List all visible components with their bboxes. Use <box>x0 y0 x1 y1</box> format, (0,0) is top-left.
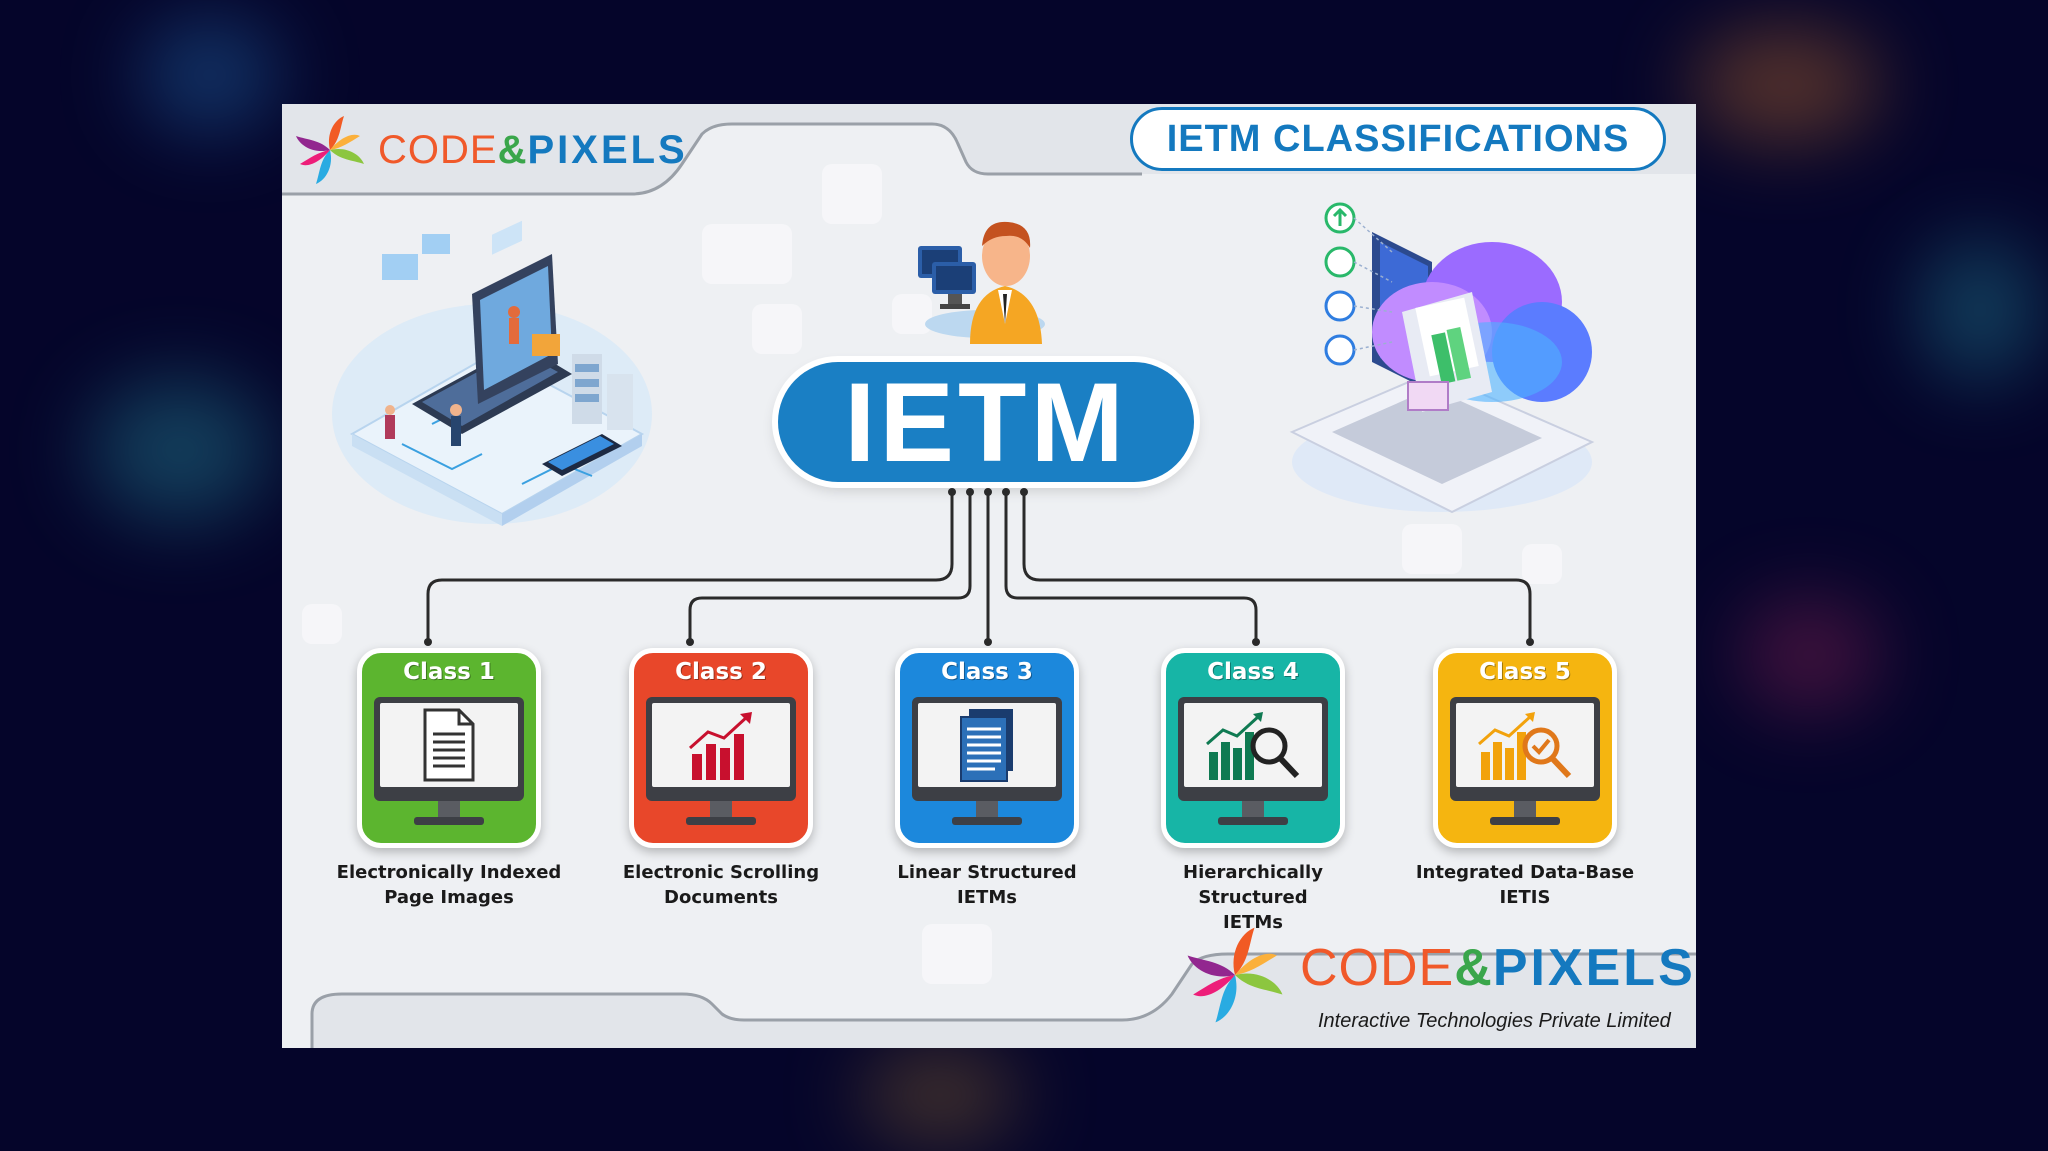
logo-pixels-text: PIXELS <box>527 127 688 172</box>
class-4-caption-line2: IETMs <box>1223 912 1283 933</box>
class-3-card: Class 3 <box>895 648 1079 848</box>
background-tile <box>922 924 992 984</box>
class-3-label: Class 3 <box>941 659 1033 685</box>
company-tagline: Interactive Technologies Private Limited <box>1318 1010 1671 1032</box>
monitor-icon <box>912 697 1062 825</box>
background-tile <box>702 224 792 284</box>
class-2-label: Class 2 <box>675 659 767 685</box>
monitor-icon <box>374 697 524 825</box>
class-4-caption-line1: Hierarchically Structured <box>1183 862 1323 908</box>
footer-logo-amp-text: & <box>1454 939 1493 997</box>
document-icon <box>423 708 475 782</box>
monitor-icon <box>646 697 796 825</box>
class-5-card: Class 5 <box>1433 648 1617 848</box>
class-1-caption: Electronically Indexed Page Images <box>329 860 569 910</box>
background-tile <box>822 164 882 224</box>
class-1-label: Class 1 <box>403 659 495 685</box>
monitor-icon <box>1450 697 1600 825</box>
page-title: IETM CLASSIFICATIONS <box>1130 107 1666 171</box>
monitor-icon <box>1178 697 1328 825</box>
background-bokeh <box>1740 600 1880 710</box>
bar-chart-icon <box>689 712 752 780</box>
infographic-slide: CODE&PIXELS IETM CLASSIFICATIONS <box>282 104 1696 1048</box>
connector-lines <box>424 488 1534 646</box>
background-bokeh <box>860 1050 1020 1140</box>
class-2-caption-line1: Electronic Scrolling <box>622 862 820 883</box>
class-1-card: Class 1 <box>357 648 541 848</box>
class-1-caption-line2: Page Images <box>384 887 514 908</box>
logo-code-text: CODE <box>378 127 498 172</box>
class-2-card: Class 2 <box>629 648 813 848</box>
background-tile <box>892 294 932 334</box>
class-3-caption-line1: Linear Structured <box>897 862 1077 883</box>
pinwheel-logo-icon <box>296 116 364 184</box>
footer-company-logo: CODE&PIXELS <box>1182 922 1696 1028</box>
footer-logo-pixels-text: PIXELS <box>1492 939 1696 997</box>
background-tile <box>302 604 342 644</box>
background-tile <box>1522 544 1562 584</box>
background-bokeh <box>90 380 270 520</box>
chart-magnifier-icon <box>1206 712 1300 780</box>
background-tile <box>1402 524 1462 574</box>
background-tile <box>752 304 802 354</box>
background-bokeh <box>1920 240 2040 380</box>
chart-magnifier-check-icon <box>1478 712 1572 780</box>
person-computer-icon <box>918 221 1045 344</box>
class-5-caption: Integrated Data-Base IETIS <box>1405 860 1645 910</box>
class-5-label: Class 5 <box>1479 659 1571 685</box>
pinwheel-logo-icon <box>1187 927 1283 1023</box>
class-2-caption-line2: Documents <box>664 887 778 908</box>
stacked-document-icon <box>960 709 1013 782</box>
background-bokeh <box>1690 30 1880 140</box>
logo-amp-text: & <box>497 127 528 172</box>
class-4-card: Class 4 <box>1161 648 1345 848</box>
class-4-caption: Hierarchically Structured IETMs <box>1133 860 1373 935</box>
footer-logo-code-text: CODE <box>1300 939 1455 997</box>
class-3-caption: Linear Structured IETMs <box>867 860 1107 910</box>
class-1-caption-line1: Electronically Indexed <box>336 862 562 883</box>
class-3-caption-line2: IETMs <box>957 887 1017 908</box>
company-logo: CODE&PIXELS <box>292 112 688 188</box>
background-bokeh <box>140 20 280 130</box>
class-5-caption-line1: Integrated Data-Base <box>1415 862 1635 883</box>
ietm-central-node: IETM <box>778 360 1194 485</box>
isometric-workspace-illustration <box>332 220 652 526</box>
class-2-caption: Electronic Scrolling Documents <box>601 860 841 910</box>
class-5-caption-line2: IETIS <box>1499 887 1551 908</box>
class-4-label: Class 4 <box>1207 659 1299 685</box>
cloud-database-illustration <box>1289 202 1595 514</box>
